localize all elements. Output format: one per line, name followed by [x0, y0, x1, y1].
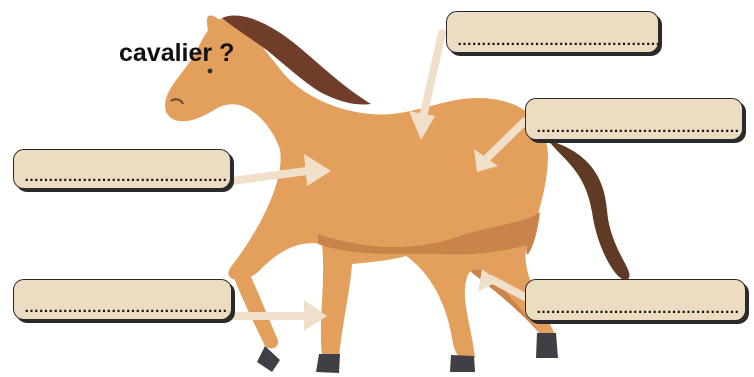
front-hoof-right [316, 354, 340, 373]
answer-field-mid-left[interactable]: …………………………………… [13, 149, 231, 189]
rear-hoof-right [536, 333, 558, 358]
answer-field-mid-right[interactable]: …………………………………… [525, 98, 743, 140]
horse-eye [208, 69, 213, 74]
horse-tail [548, 140, 630, 280]
front-hoof-left [257, 346, 280, 372]
answer-field-top-right[interactable]: …………………………………… [446, 11, 659, 53]
answer-field-bottom-right[interactable]: …………………………………… [525, 279, 746, 321]
front-leg-left [230, 266, 278, 348]
answer-field-bottom-left[interactable]: …………………………………… [13, 279, 232, 320]
worksheet-title: cavalier ? [119, 41, 234, 66]
rear-hoof-left [450, 355, 475, 372]
